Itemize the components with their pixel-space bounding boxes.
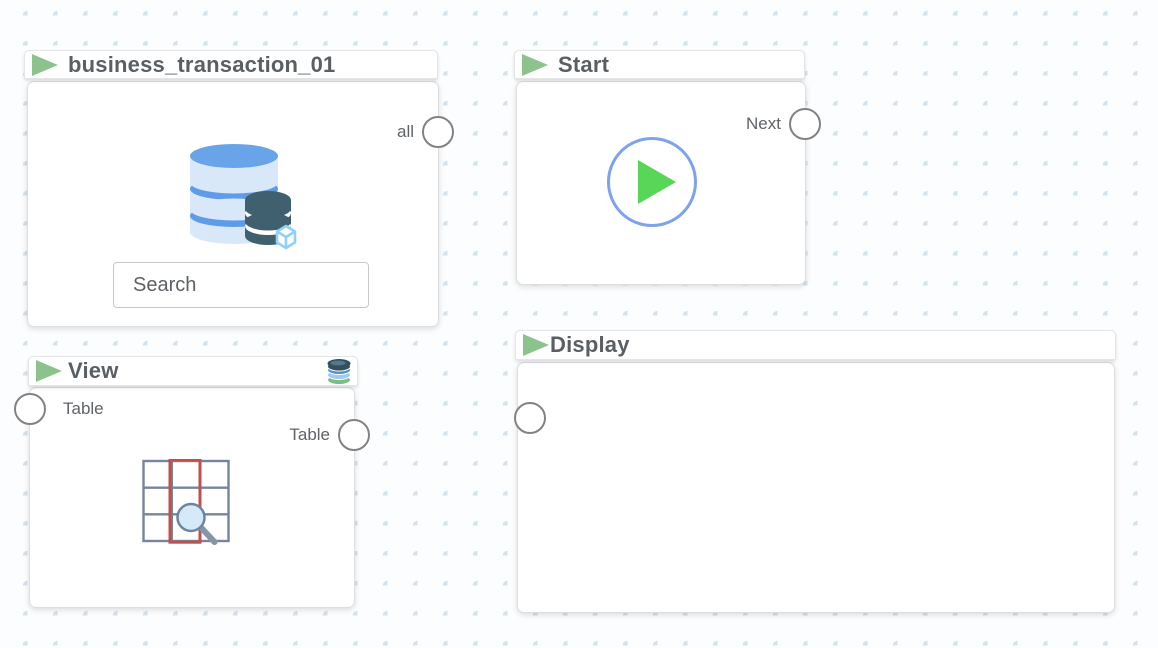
run-arrow-icon [523, 334, 549, 356]
node-header[interactable]: business_transaction_01 [24, 50, 438, 79]
node-header[interactable]: View [28, 356, 358, 386]
search-input[interactable] [113, 262, 369, 308]
run-arrow-icon [36, 360, 62, 382]
port-label: Table [289, 425, 330, 444]
run-arrow-icon [522, 53, 548, 76]
node-display[interactable]: Display [514, 330, 1116, 613]
node-business-transaction-01[interactable]: business_transaction_01 all [24, 50, 454, 327]
node-title: Start [558, 51, 610, 77]
port-label: all [396, 122, 414, 141]
node-start[interactable]: Start Next [514, 50, 821, 285]
input-port-table[interactable]: Table [14, 393, 104, 425]
port-label: Next [746, 114, 781, 133]
port-circle-icon[interactable] [514, 402, 546, 434]
play-icon [607, 137, 697, 227]
output-port-next[interactable]: Next [746, 108, 821, 140]
play-triangle-icon [637, 160, 676, 204]
input-port-display[interactable] [514, 402, 546, 434]
output-port-all[interactable]: all [397, 116, 454, 148]
port-circle-icon[interactable] [14, 393, 46, 425]
port-circle-icon[interactable] [789, 108, 821, 140]
node-header[interactable]: Start [514, 50, 805, 79]
table-search-icon [142, 459, 230, 545]
port-circle-icon[interactable] [422, 116, 454, 148]
database-icon [190, 144, 297, 250]
database-stack-icon [327, 359, 351, 385]
port-label: Table [63, 399, 104, 418]
port-circle-icon[interactable] [338, 419, 370, 451]
run-arrow-icon [32, 53, 58, 76]
output-port-table[interactable]: Table [289, 419, 370, 451]
node-title: Display [550, 332, 630, 357]
node-title: business_transaction_01 [68, 51, 336, 77]
node-view[interactable]: View Table Table [14, 356, 370, 608]
node-title: View [68, 358, 119, 383]
node-header[interactable]: Display [515, 330, 1116, 360]
